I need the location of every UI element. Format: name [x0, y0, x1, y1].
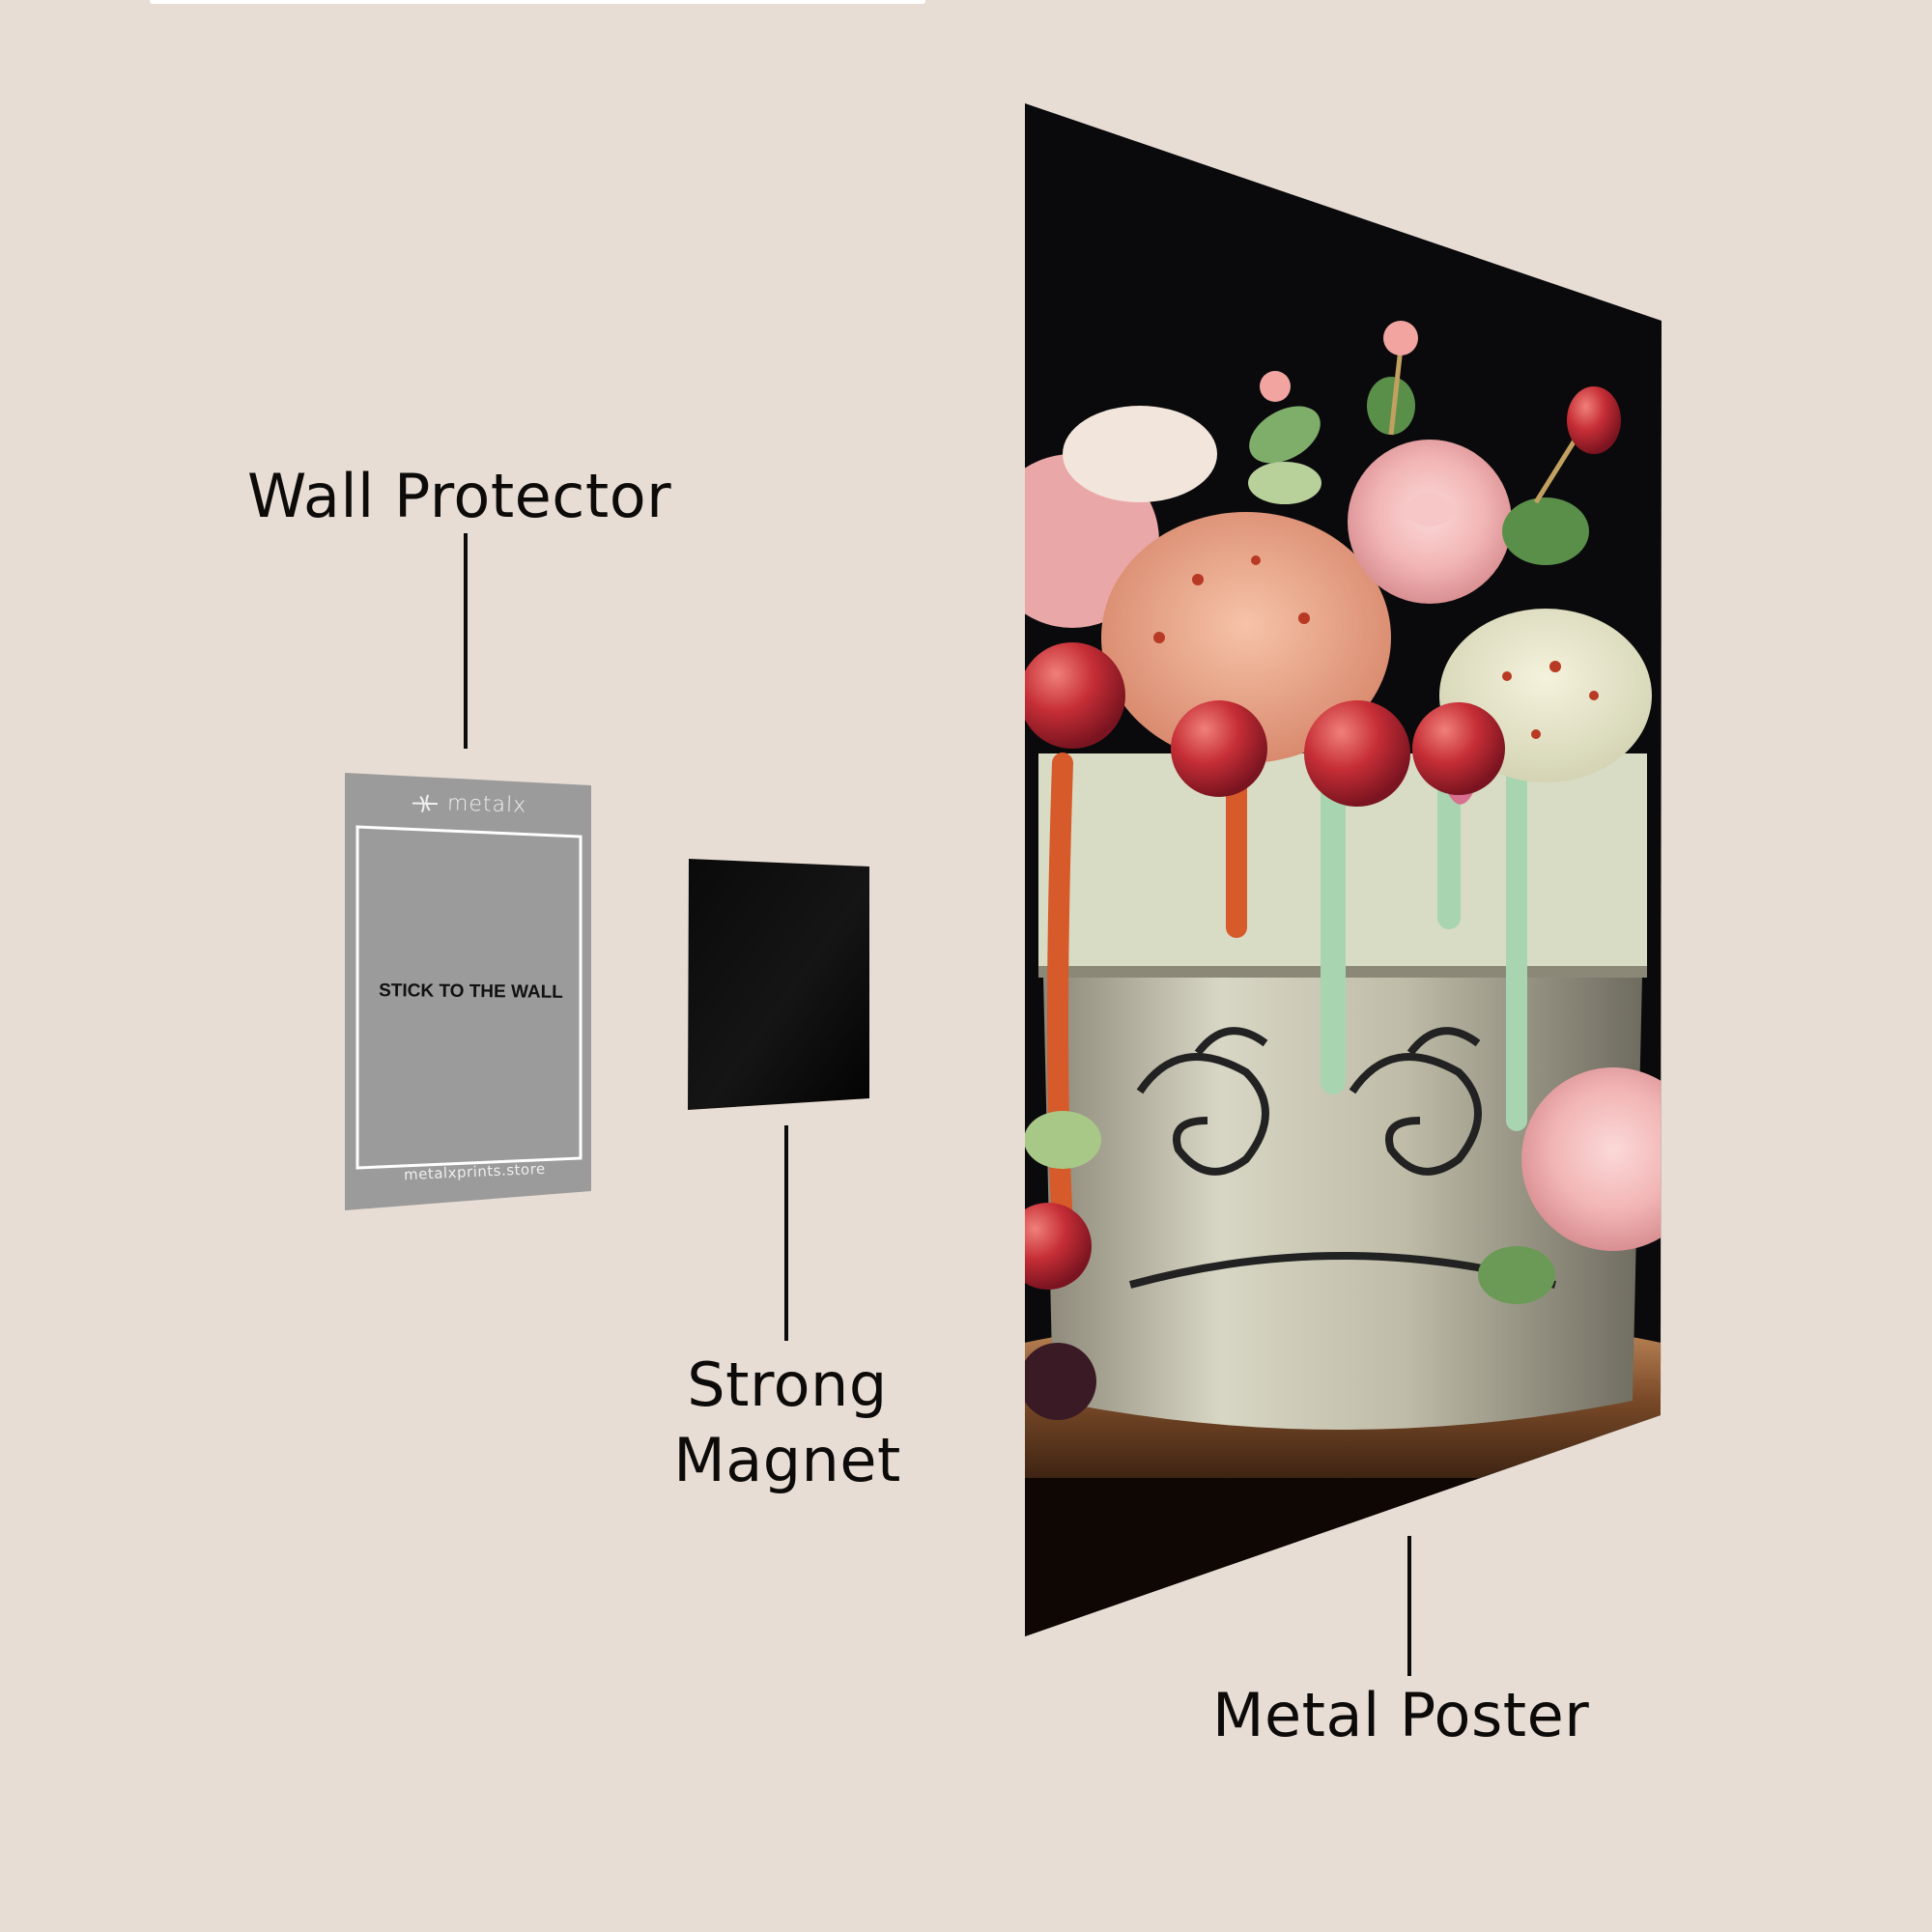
metal-poster — [1025, 103, 1662, 1636]
brand-logo: metalx — [411, 790, 527, 818]
label-strong-magnet: Strong Magnet — [667, 1348, 908, 1498]
metalx-logo-icon — [412, 793, 439, 812]
wall-protector — [345, 773, 591, 1210]
brand-name: metalx — [446, 791, 527, 818]
top-edge-bar — [150, 0, 925, 4]
strong-magnet — [688, 859, 869, 1110]
label-wall-protector: Wall Protector — [247, 461, 672, 531]
connector-strong-magnet — [784, 1125, 788, 1341]
connector-metal-poster — [1407, 1536, 1411, 1676]
stick-to-wall-text: STICK TO THE WALL — [379, 980, 563, 1003]
connector-wall-protector — [464, 533, 468, 749]
label-metal-poster: Metal Poster — [1212, 1680, 1590, 1750]
label-strong-magnet-line1: Strong — [687, 1350, 888, 1420]
label-strong-magnet-line2: Magnet — [673, 1425, 901, 1495]
